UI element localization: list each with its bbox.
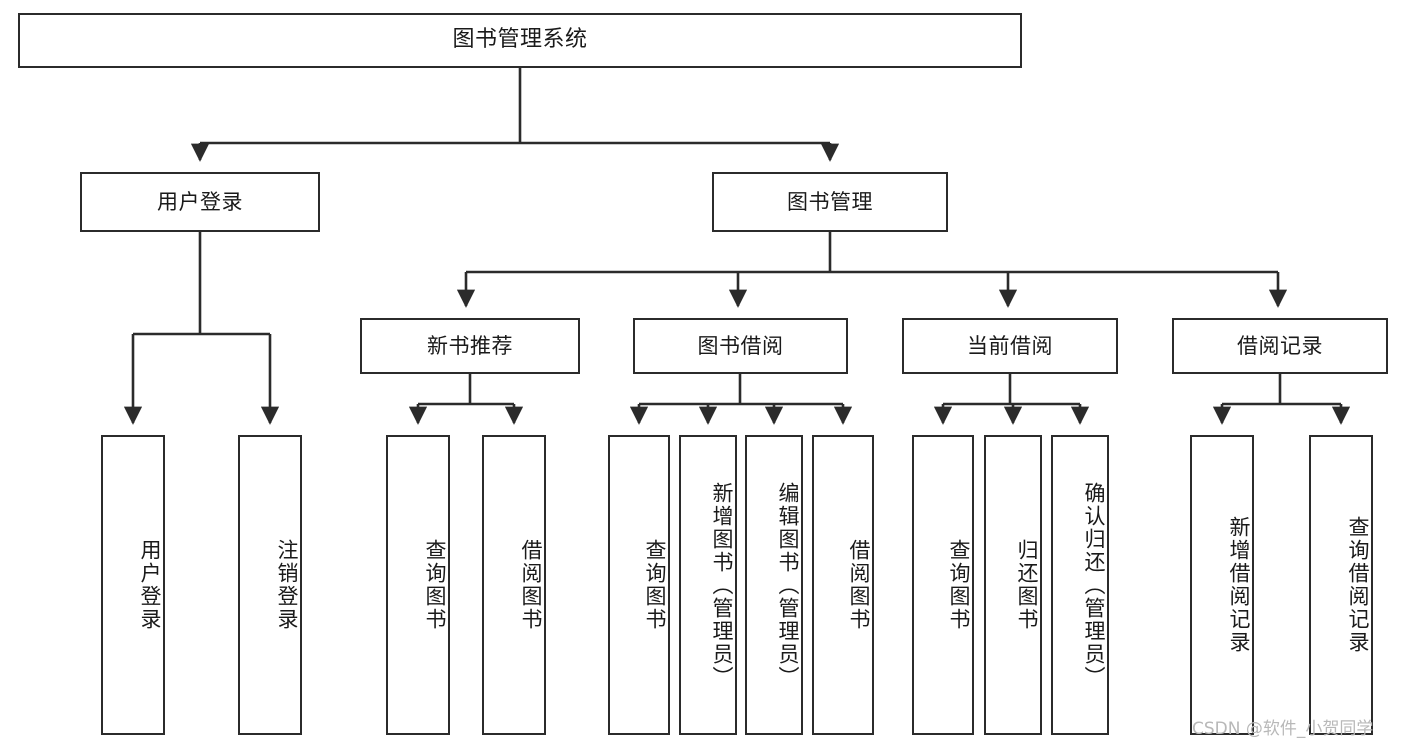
leaf-user-login[interactable]: 用户登录 <box>101 435 165 735</box>
leaf-query-book-newbook-label: 查询图书 <box>423 539 447 631</box>
leaf-add-borrow-record[interactable]: 新增借阅记录 <box>1190 435 1254 735</box>
node-root[interactable]: 图书管理系统 <box>18 13 1022 68</box>
leaf-borrow-book[interactable]: 借阅图书 <box>812 435 874 735</box>
node-user-login-label: 用户登录 <box>157 189 243 214</box>
leaf-query-book-current-label: 查询图书 <box>947 539 971 631</box>
leaf-query-book-borrow-label: 查询图书 <box>643 539 667 631</box>
leaf-query-book-newbook[interactable]: 查询图书 <box>386 435 450 735</box>
node-book-management[interactable]: 图书管理 <box>712 172 948 232</box>
node-user-login[interactable]: 用户登录 <box>80 172 320 232</box>
node-current-borrow-label: 当前借阅 <box>967 333 1053 358</box>
leaf-add-book-admin-label: 新增图书（管理员） <box>710 481 734 689</box>
node-book-borrow-label: 图书借阅 <box>697 333 784 358</box>
leaf-query-book-current[interactable]: 查询图书 <box>912 435 974 735</box>
node-borrow-record[interactable]: 借阅记录 <box>1172 318 1388 374</box>
node-current-borrow[interactable]: 当前借阅 <box>902 318 1118 374</box>
leaf-query-book-borrow[interactable]: 查询图书 <box>608 435 670 735</box>
node-root-label: 图书管理系统 <box>452 27 588 53</box>
leaf-borrow-book-newbook[interactable]: 借阅图书 <box>482 435 546 735</box>
leaf-edit-book-admin[interactable]: 编辑图书（管理员） <box>745 435 803 735</box>
leaf-edit-book-admin-label: 编辑图书（管理员） <box>776 481 800 689</box>
node-new-book-recommend-label: 新书推荐 <box>427 333 513 358</box>
leaf-query-borrow-record-label: 查询借阅记录 <box>1346 516 1370 654</box>
leaf-borrow-book-label: 借阅图书 <box>847 539 871 631</box>
leaf-query-borrow-record[interactable]: 查询借阅记录 <box>1309 435 1373 735</box>
node-book-management-label: 图书管理 <box>787 189 873 214</box>
node-new-book-recommend[interactable]: 新书推荐 <box>360 318 580 374</box>
leaf-logout-label: 注销登录 <box>275 539 299 631</box>
leaf-borrow-book-newbook-label: 借阅图书 <box>519 539 543 631</box>
leaf-confirm-return-admin[interactable]: 确认归还（管理员） <box>1051 435 1109 735</box>
node-borrow-record-label: 借阅记录 <box>1237 333 1323 358</box>
leaf-return-book[interactable]: 归还图书 <box>984 435 1042 735</box>
leaf-add-borrow-record-label: 新增借阅记录 <box>1227 516 1251 654</box>
leaf-return-book-label: 归还图书 <box>1015 539 1039 631</box>
leaf-user-login-label: 用户登录 <box>138 539 162 631</box>
leaf-add-book-admin[interactable]: 新增图书（管理员） <box>679 435 737 735</box>
csdn-watermark: CSDN @软件_小贺同学 <box>1192 719 1374 739</box>
leaf-logout[interactable]: 注销登录 <box>238 435 302 735</box>
node-book-borrow[interactable]: 图书借阅 <box>633 318 848 374</box>
leaf-confirm-return-admin-label: 确认归还（管理员） <box>1082 481 1106 689</box>
